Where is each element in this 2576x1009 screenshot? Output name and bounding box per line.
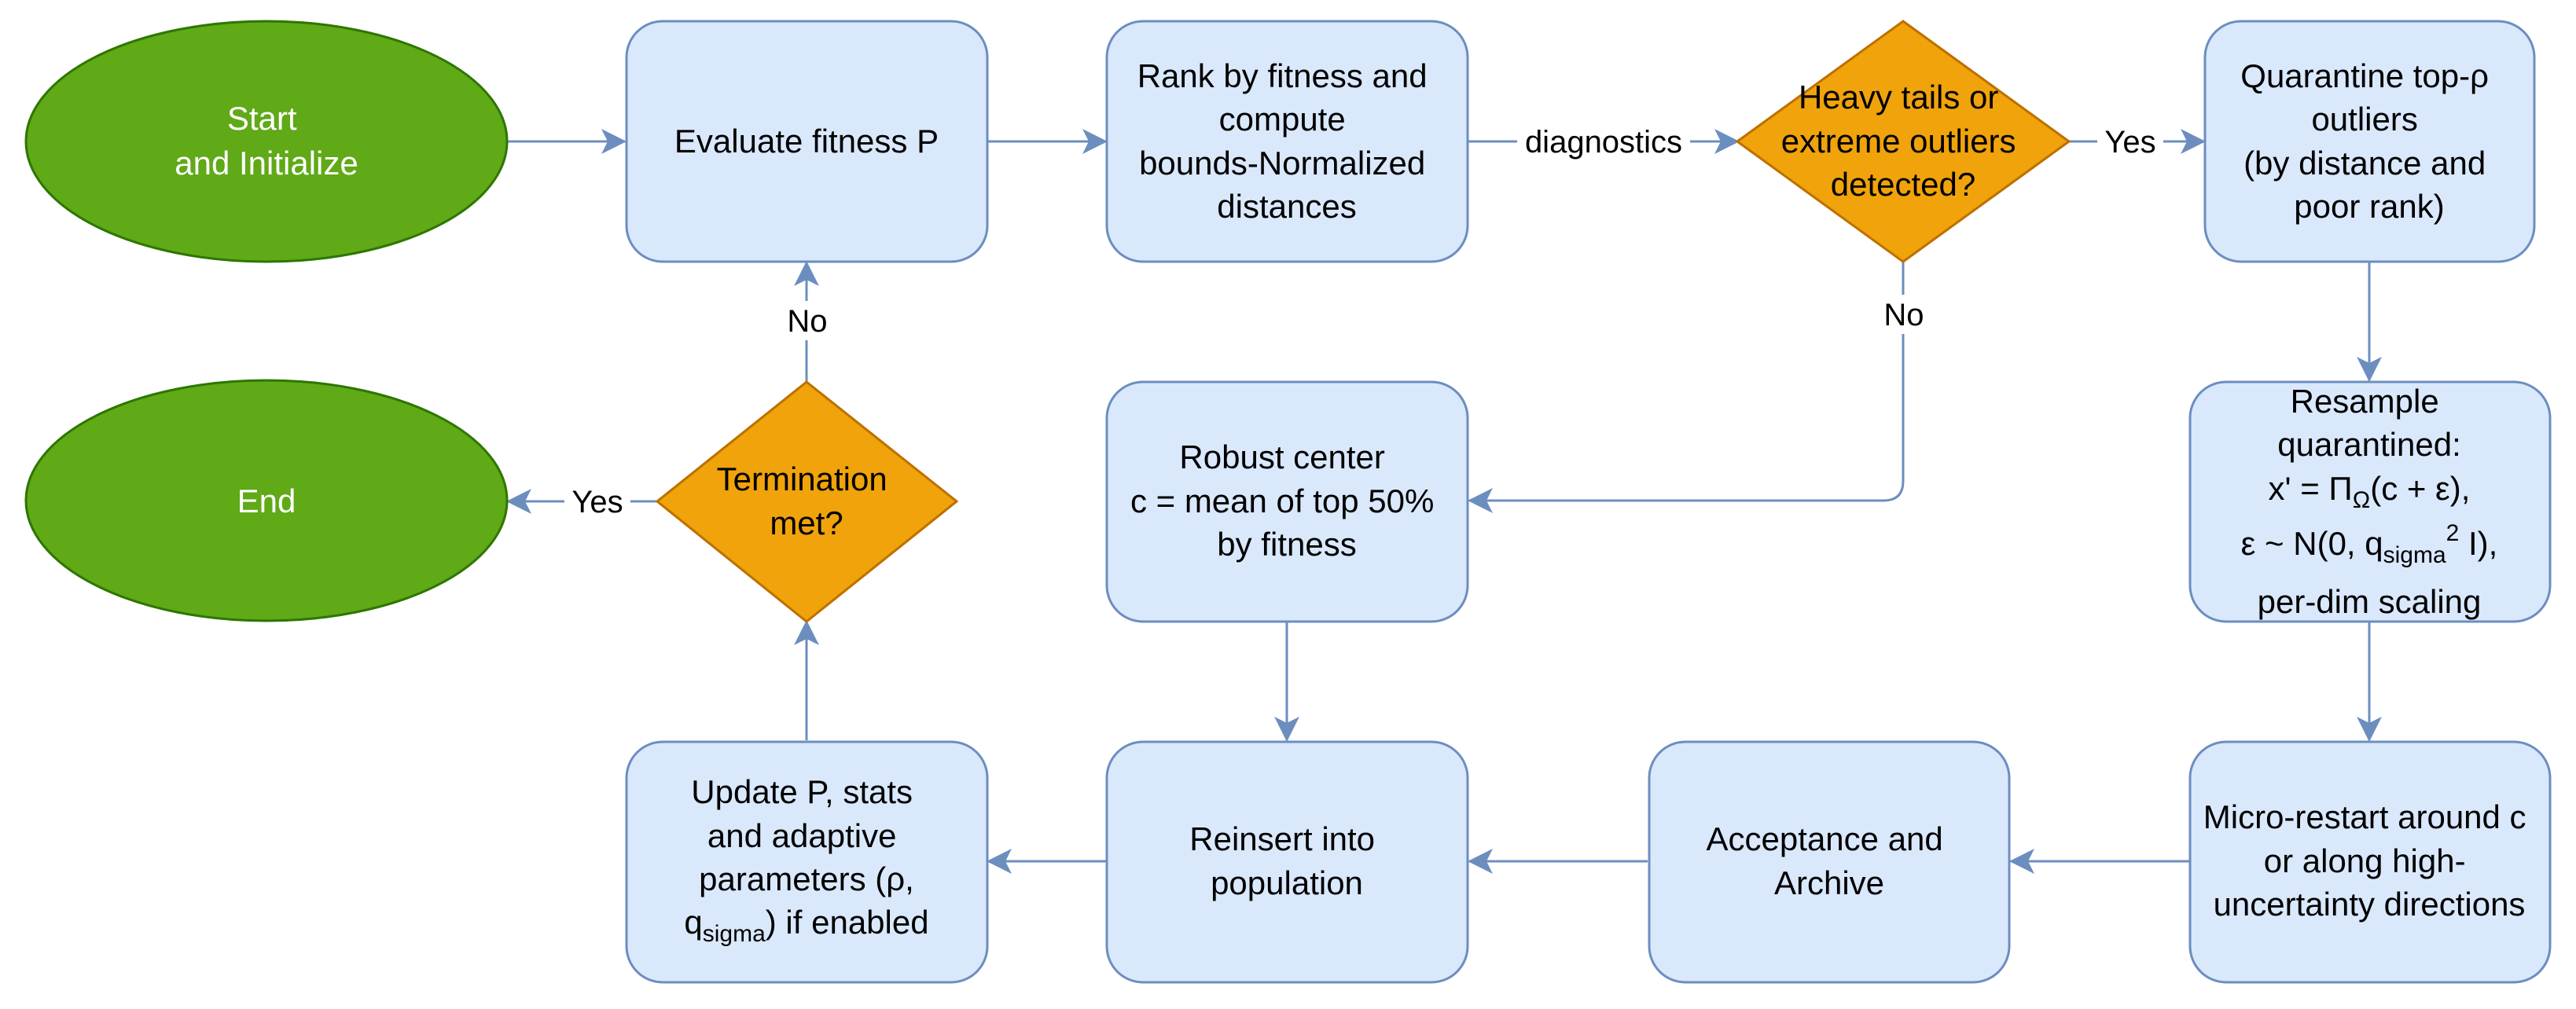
quarantine-node: Quarantine top-ρ outliers (by distance a… [2203,20,2536,263]
termination-label-line-1: Termination [717,460,887,497]
robust-center-label-line-2: c = mean of top 50% [1130,482,1434,519]
micro-restart-label-line-1: Micro-restart around c [2203,798,2526,835]
resample-label-line-3: x' = ΠΩ(c + ε), [2269,470,2471,513]
termination-label-line-2: met? [770,504,843,541]
evaluate-fitness-node: Evaluate fitness P [625,20,989,263]
rank-label-line-3: bounds-Normalized [1139,145,1425,182]
update-label-line-4: qsigma) if enabled [684,904,928,947]
svg-text:Micro-restart around c o: Micro-restart around c or along high- un… [2203,798,2535,923]
end-node: End [24,379,509,622]
quarantine-label-line-3: (by distance and [2243,145,2486,182]
heavy-tails-label-line-2: extreme outliers [1781,123,2016,160]
start-label-line-2: and Initialize [175,145,358,182]
svg-text:Quarantine top-ρ outlier: Quarantine top-ρ outliers (by distance a… [2240,57,2497,225]
resample-node: Resample quarantined: x' = ΠΩ(c + ε), ε … [2188,380,2552,623]
svg-text:Reinsert into population: Reinsert into population [1189,820,1384,901]
edge-labels: diagnostics Yes No No Yes [564,122,2163,521]
rank-label-line-4: distances [1217,188,1356,225]
edge-label-no-robust: No [1883,298,1924,332]
svg-text:Robust center c = mean o: Robust center c = mean of top 50% by fit… [1130,438,1443,563]
termination-decision-node: Termination met? [655,380,959,623]
edge-label-yes-end: Yes [571,485,623,519]
robust-center-label-line-3: by fitness [1217,526,1356,563]
resample-label-line-4: ε ~ N(0, qsigma2 I), [2241,520,2498,568]
end-label: End [237,482,296,519]
svg-text:Update P, stats and adap: Update P, stats and adaptive parameters … [691,773,921,897]
resample-label-line-2: quarantined: [2277,426,2461,463]
quarantine-label-line-4: poor rank) [2294,188,2444,225]
rank-label-line-1: Rank by fitness and [1137,57,1428,94]
edge-label-no-loop: No [787,304,827,339]
rank-node: Rank by fitness and compute bounds-Norma… [1105,20,1469,263]
edge-label-yes-quarantine: Yes [2104,125,2155,160]
svg-text:Heavy tails or extreme o: Heavy tails or extreme outliers detected… [1781,79,2025,203]
rank-label-line-2: compute [1219,101,1346,138]
svg-text:Rank by fitness and comp: Rank by fitness and compute bounds-Norma… [1137,57,1437,225]
evaluate-fitness-label: Evaluate fitness P [674,123,939,160]
quarantine-label-line-1: Quarantine top-ρ [2240,57,2489,94]
update-node: Update P, stats and adaptive parameters … [625,740,989,984]
micro-restart-node: Micro-restart around c or along high- un… [2188,740,2552,984]
micro-restart-label-line-3: uncertainty directions [2214,886,2526,923]
reinsert-label-line-1: Reinsert into [1189,820,1375,857]
start-label-line-1: Start [227,100,297,137]
resample-label-line-1: Resample [2291,383,2439,420]
resample-label-line-5: per-dim scaling [2258,583,2482,620]
robust-center-label-line-1: Robust center [1179,438,1384,475]
svg-text:Resample quarantined:: Resample quarantined: [2277,383,2461,463]
heavy-tails-decision-node: Heavy tails or extreme outliers detected… [1735,20,2071,263]
svg-text:Acceptance and Archive: Acceptance and Archive [1707,820,1953,901]
reinsert-node: Reinsert into population [1105,740,1469,984]
quarantine-label-line-2: outliers [2311,101,2417,138]
svg-text:Termination met?: Termination met? [717,460,897,541]
svg-text:Start and Initialize: Start and Initialize [175,100,358,182]
acceptance-node: Acceptance and Archive [1648,740,2011,984]
reinsert-label-line-2: population [1211,864,1363,901]
update-label-line-1: Update P, stats [691,773,913,810]
heavy-tails-label-line-1: Heavy tails or [1799,79,1998,116]
micro-restart-label-line-2: or along high- [2264,842,2466,879]
start-node: Start and Initialize [24,20,509,263]
acceptance-label-line-2: Archive [1774,864,1884,901]
robust-center-node: Robust center c = mean of top 50% by fit… [1105,380,1469,623]
update-label-line-2: and adaptive [707,817,897,854]
heavy-tails-label-line-3: detected? [1831,166,1976,203]
edge-label-diagnostics: diagnostics [1525,125,1682,160]
update-label-line-3: parameters (ρ, [699,860,914,897]
acceptance-label-line-1: Acceptance and [1707,820,1943,857]
edge-heavy-tails-to-robust-center [1468,261,1905,513]
